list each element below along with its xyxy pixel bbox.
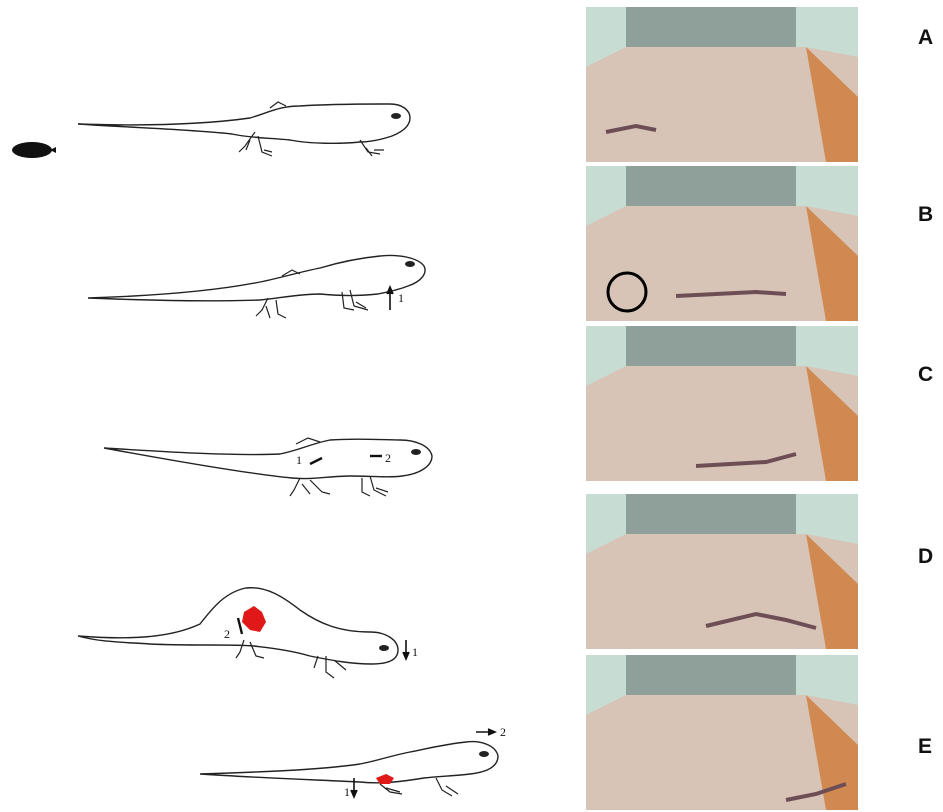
- photo-panel-e: [586, 655, 858, 810]
- photo-panel-c: [586, 326, 858, 481]
- arrow-label-e-1: 1: [344, 785, 350, 799]
- arrow-label-e-2: 2: [500, 725, 506, 739]
- panel-label-d: D: [918, 545, 942, 569]
- panel-label-b: B: [918, 203, 942, 227]
- arrow-label-c-1: 1: [296, 453, 302, 467]
- photo-panel-d: [586, 494, 858, 649]
- arrow-label-c-2: 2: [385, 451, 391, 465]
- photo-panel-a: [586, 7, 858, 162]
- drawing-a: [12, 102, 410, 158]
- drawing-c: 1 2: [104, 438, 432, 496]
- photo-panel-b: [586, 166, 858, 321]
- lizard-outline-a: [78, 104, 410, 143]
- arrow-label-d-2: 2: [224, 627, 230, 641]
- prey-silhouette: [12, 142, 52, 158]
- panel-label-a: A: [918, 26, 942, 50]
- lizard-outline-b: [88, 255, 425, 300]
- arrow-label-b-1: 1: [398, 291, 404, 305]
- lizard-outline-d: [78, 588, 398, 664]
- drawing-e: 1 2: [200, 725, 506, 799]
- arrow-label-d-1: 1: [412, 645, 418, 659]
- lizard-drawings: 1 1 2 2 1 1 2: [0, 0, 570, 812]
- lizard-outline-c: [104, 439, 432, 478]
- drawing-d: 2 1: [78, 588, 418, 678]
- panel-label-e: E: [918, 735, 942, 759]
- panel-label-c: C: [918, 363, 942, 387]
- drawing-b: 1: [88, 255, 425, 318]
- lizard-outline-e: [200, 742, 498, 783]
